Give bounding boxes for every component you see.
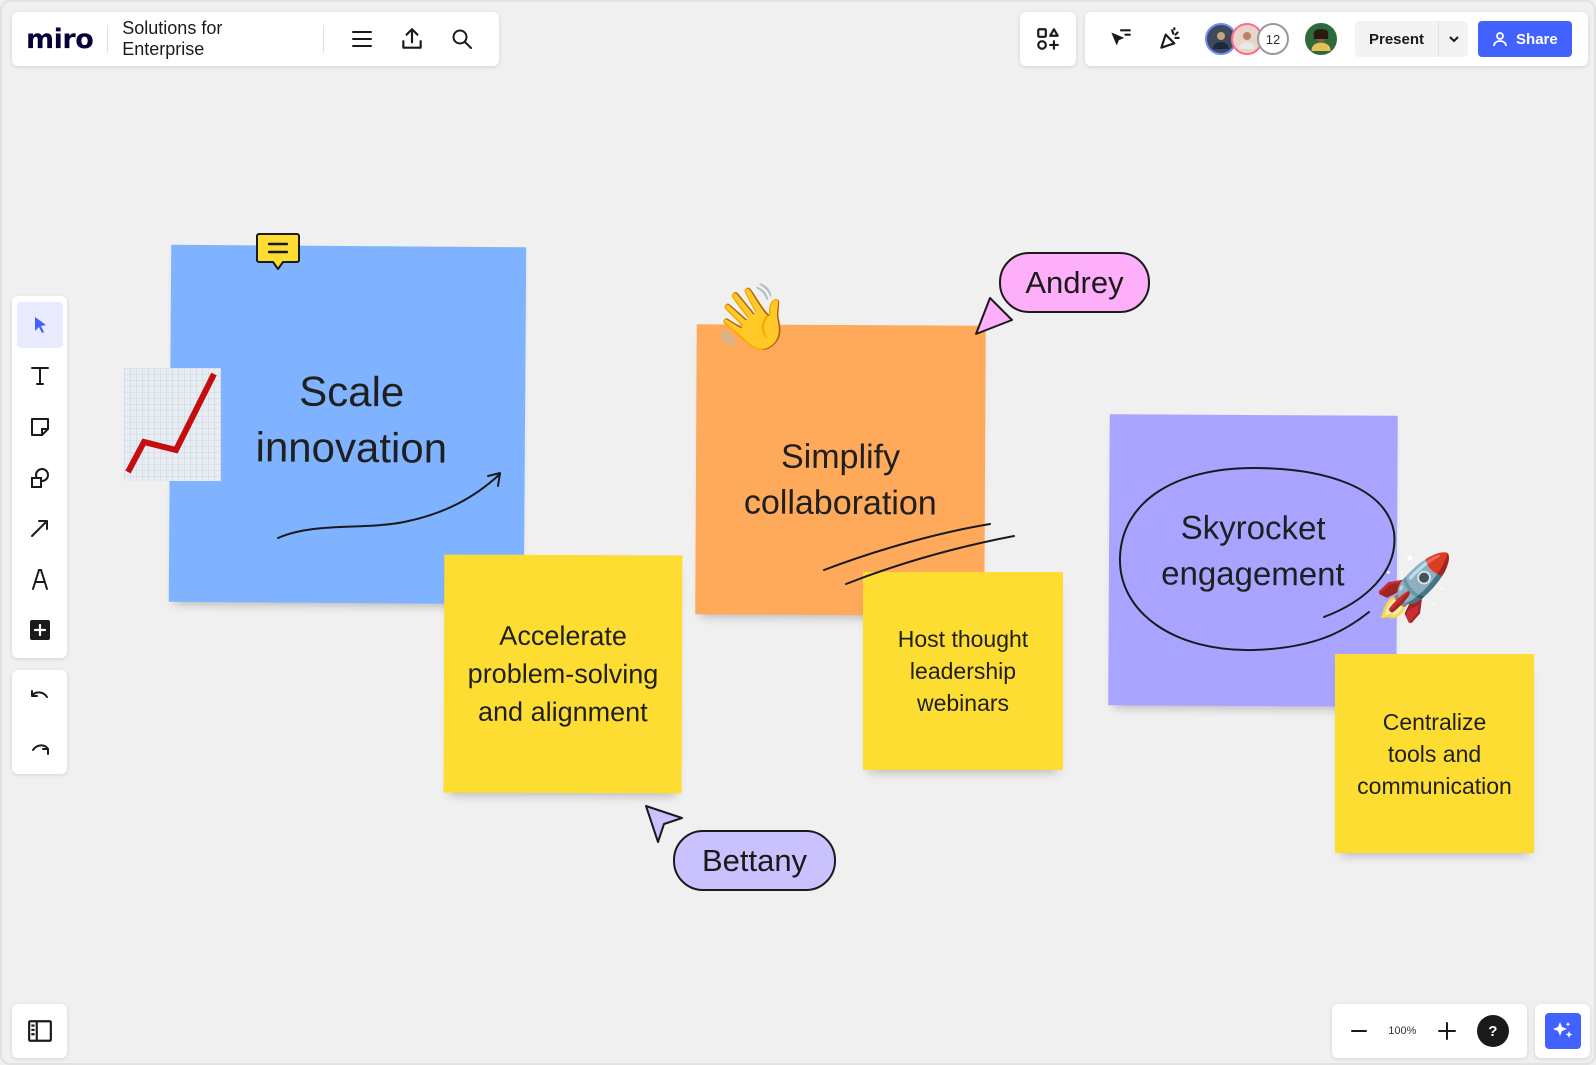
cursor-name: Bettany <box>701 842 808 878</box>
divider <box>322 25 324 53</box>
sticky-text: Simplify collaboration <box>743 437 937 523</box>
bettany-cursor-icon <box>645 805 683 843</box>
hand-drawn-ellipse <box>1118 466 1396 652</box>
text-icon <box>30 366 49 385</box>
help-button[interactable]: ? <box>1476 1015 1509 1047</box>
redo-icon <box>31 744 49 755</box>
shapes-icon <box>30 467 49 488</box>
sidebar-icon <box>27 1020 52 1042</box>
andrey-cursor-icon <box>975 297 1013 335</box>
celebrate-icon[interactable] <box>1152 21 1188 57</box>
sticky-text: Host thought leadership webinars <box>897 626 1029 716</box>
connector-tool[interactable] <box>17 505 63 551</box>
sticky-note-accelerate[interactable]: Accelerate problem-solving and alignment <box>443 554 683 794</box>
redo-button[interactable] <box>17 725 63 769</box>
present-button[interactable]: Present <box>1355 21 1469 57</box>
board-title[interactable]: Solutions for Enterprise <box>122 18 223 59</box>
cursor-follow-icon[interactable] <box>1102 21 1138 57</box>
sticky-text: Centralize tools and communication <box>1357 708 1512 799</box>
avatar-overflow-count[interactable]: 12 <box>1257 23 1289 55</box>
sticky-text: Accelerate problem-solving and alignment <box>467 620 659 728</box>
chart-increasing-icon <box>124 368 221 481</box>
sticky-note-host[interactable]: Host thought leadership webinars <box>863 572 1063 770</box>
select-tool[interactable] <box>16 302 63 348</box>
cursor-icon <box>34 316 46 333</box>
apps-button[interactable] <box>1020 12 1076 66</box>
collaborator-cursor-andrey: Andrey <box>999 252 1150 313</box>
chevron-down-icon[interactable] <box>1438 21 1468 57</box>
zoom-controls: 100% ? <box>1332 1004 1527 1058</box>
minus-icon <box>1351 1030 1368 1032</box>
user-icon <box>1493 32 1507 47</box>
zoom-in-button[interactable] <box>1437 1021 1457 1041</box>
text-tool[interactable] <box>17 353 63 399</box>
sticky-note-centralize[interactable]: Centralize tools and communication <box>1335 654 1534 853</box>
hand-drawn-arrow <box>277 472 501 539</box>
creation-toolbar <box>12 296 67 658</box>
zoom-level[interactable]: 100% <box>1388 1025 1417 1037</box>
sticky-text: Scale innovation <box>255 367 448 472</box>
upload-icon[interactable] <box>394 21 430 57</box>
waving-hand-emoji: 👋 <box>707 277 797 361</box>
ai-assistant-panel <box>1535 1004 1590 1058</box>
more-tools[interactable] <box>17 607 63 653</box>
hand-drawn-lines <box>823 523 1015 585</box>
sticky-note-icon <box>30 417 49 436</box>
comment-icon[interactable] <box>255 230 301 277</box>
shapes-tool[interactable] <box>17 455 63 501</box>
sparkle-icon <box>1552 1022 1572 1038</box>
present-label: Present <box>1369 30 1425 48</box>
arrow-icon <box>30 520 48 538</box>
rocket-emoji: 🚀 <box>1374 551 1454 623</box>
current-user-avatar[interactable] <box>1303 21 1339 57</box>
collaborator-avatars[interactable]: 12 <box>1205 23 1289 55</box>
pen-icon <box>31 569 48 591</box>
divider <box>107 25 109 53</box>
share-label: Share <box>1516 30 1558 48</box>
sidebar-toggle-button[interactable] <box>12 1004 67 1058</box>
sticky-note-tool[interactable] <box>17 404 63 450</box>
menu-icon[interactable] <box>345 21 381 57</box>
share-button[interactable]: Share <box>1478 21 1572 57</box>
zoom-out-button[interactable] <box>1350 1022 1368 1040</box>
sticky-note-scale[interactable]: Scale innovation <box>168 244 527 605</box>
ai-assist-button[interactable] <box>1544 1013 1581 1049</box>
collaborator-cursor-bettany: Bettany <box>673 830 836 891</box>
undo-icon <box>30 690 48 698</box>
search-icon[interactable] <box>444 21 480 57</box>
history-toolbar <box>12 670 67 774</box>
plus-square-icon <box>29 620 50 641</box>
cursor-name: Andrey <box>1025 264 1124 300</box>
pen-tool[interactable] <box>17 556 63 602</box>
apps-icon <box>1037 28 1059 50</box>
collaboration-bar: 12 Present Share <box>1085 12 1588 66</box>
plus-icon <box>1437 1022 1456 1040</box>
undo-button[interactable] <box>17 676 63 720</box>
miro-logo[interactable]: miro <box>26 23 94 55</box>
board-header: miro Solutions for Enterprise <box>12 12 499 66</box>
